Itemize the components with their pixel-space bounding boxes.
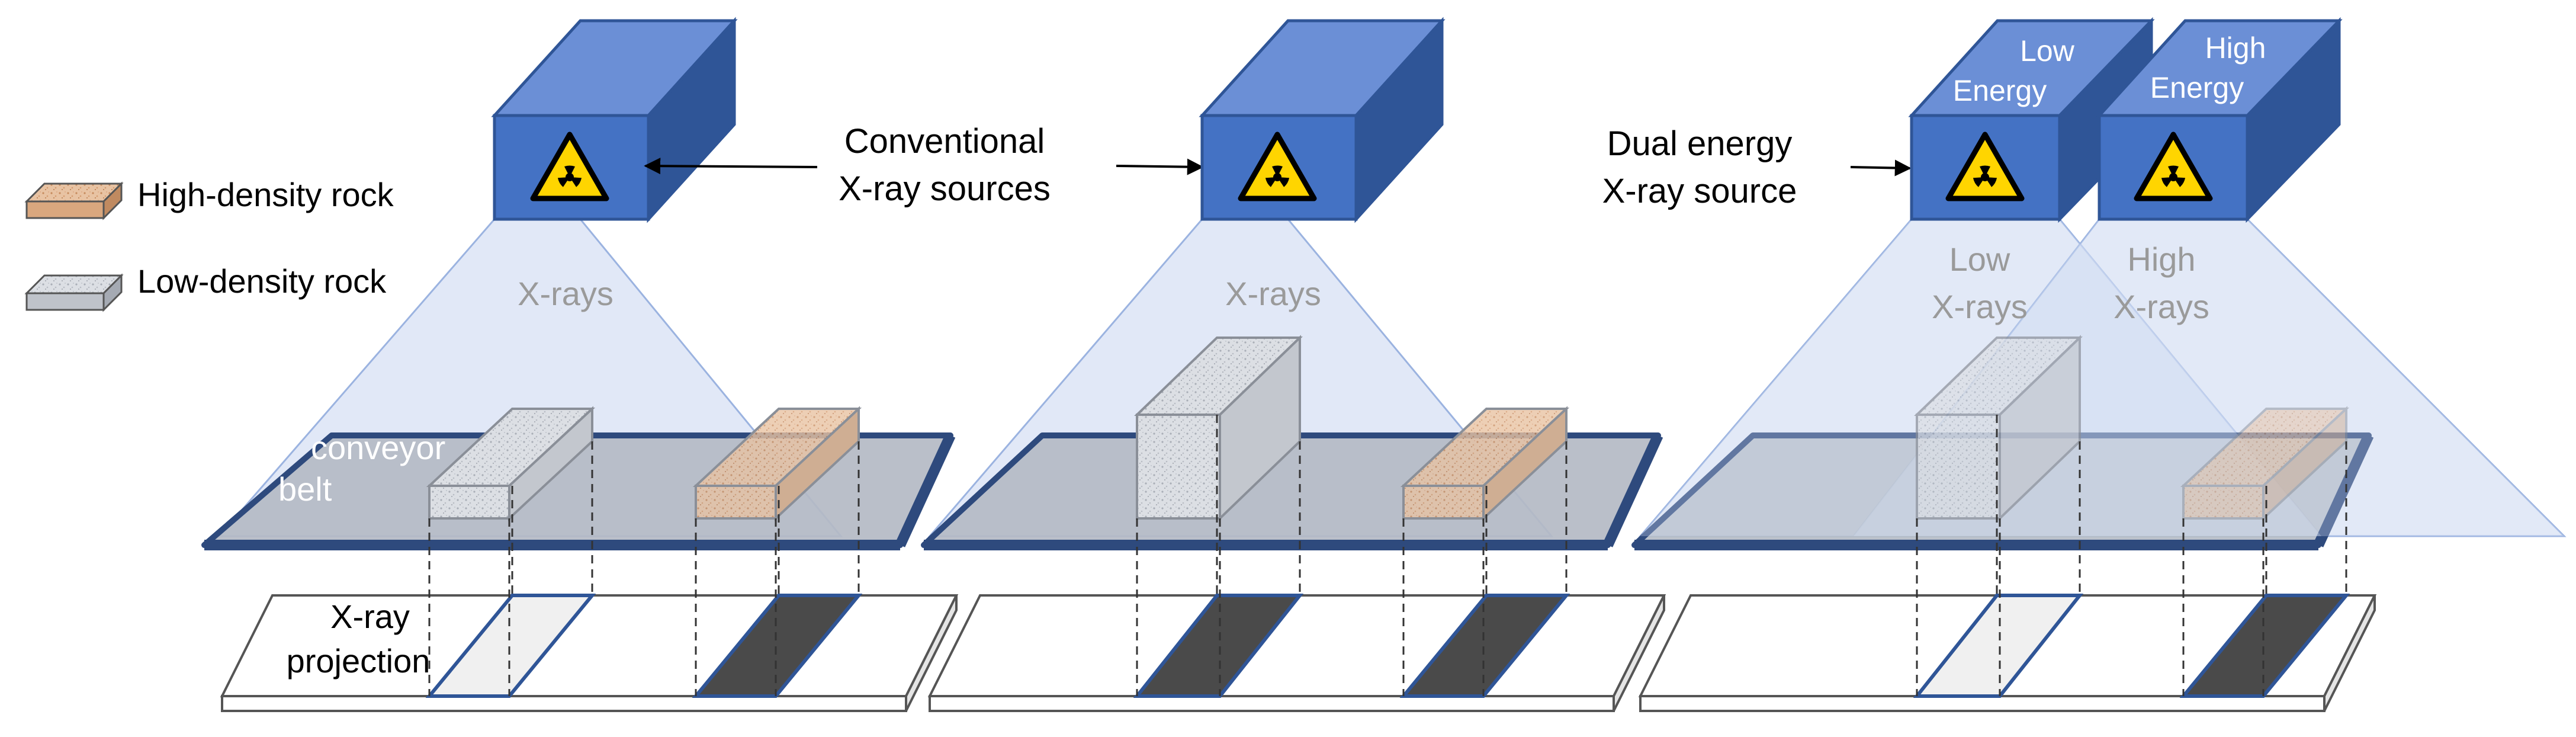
xray-source xyxy=(491,17,738,223)
low-density-rock xyxy=(1914,335,2083,521)
high-energy-label-line1: High xyxy=(2205,31,2266,65)
high-density-rock xyxy=(2180,406,2350,521)
panel-conventional-2: X-rays xyxy=(921,17,1666,712)
projection-shadow-dark xyxy=(2179,594,2350,698)
conveyor-label-line1: conveyor xyxy=(311,429,445,466)
high-energy-source: High Energy xyxy=(2096,17,2343,223)
projection-lines xyxy=(1916,415,2347,696)
projection-label-line1: X-ray xyxy=(330,598,410,635)
projection-lines xyxy=(1136,415,1568,696)
high-energy-label-line2: Energy xyxy=(2150,71,2244,104)
low-density-rock xyxy=(426,406,596,521)
arrow-to-dual-source xyxy=(1850,159,1912,177)
projection-lines xyxy=(428,441,860,696)
legend-low-density-label: Low-density rock xyxy=(137,262,387,300)
low-xrays-label-line2: X-rays xyxy=(1932,288,2028,325)
projection-label-line2: projection xyxy=(287,642,431,680)
low-energy-label-line2: Energy xyxy=(1953,74,2047,107)
panel-dual-energy: Low Energy High Energy Low X-rays High X… xyxy=(1631,17,2567,712)
arrow-to-source-1 xyxy=(644,158,818,175)
projection-shadow-dark xyxy=(692,594,863,698)
projection-shadow-light xyxy=(425,594,596,698)
high-xrays-label-line2: X-rays xyxy=(2114,288,2209,325)
projection-shadow-dark xyxy=(1399,594,1570,698)
low-xrays-label-line1: Low xyxy=(1949,241,2010,278)
high-density-rock-swatch xyxy=(24,181,124,220)
legend: High-density rock Low-density rock xyxy=(24,176,394,312)
low-density-rock-swatch xyxy=(24,273,124,312)
conventional-label-line2: X-ray sources xyxy=(839,169,1051,208)
dual-energy-label-line2: X-ray source xyxy=(1602,172,1797,210)
panel-conventional-1: X-rays conveyor belt X-ray projection xyxy=(201,17,959,712)
dual-energy-label-line1: Dual energy xyxy=(1607,124,1793,163)
low-density-rock xyxy=(1134,335,1303,521)
conveyor-label-line2: belt xyxy=(278,470,332,508)
arrow-to-source-2 xyxy=(1116,158,1204,175)
high-density-rock xyxy=(1400,406,1570,521)
high-xrays-label-line1: High xyxy=(2127,241,2195,278)
xray-source xyxy=(1199,17,1446,223)
low-energy-label-line1: Low xyxy=(2020,34,2075,68)
xrays-label: X-rays xyxy=(518,275,614,312)
projection-shadow-dark xyxy=(1133,594,1304,698)
conventional-label-line1: Conventional xyxy=(844,122,1045,161)
projection-shadow-light xyxy=(1913,594,2084,698)
legend-high-density-label: High-density rock xyxy=(137,176,394,213)
xrays-label: X-rays xyxy=(1225,275,1321,312)
